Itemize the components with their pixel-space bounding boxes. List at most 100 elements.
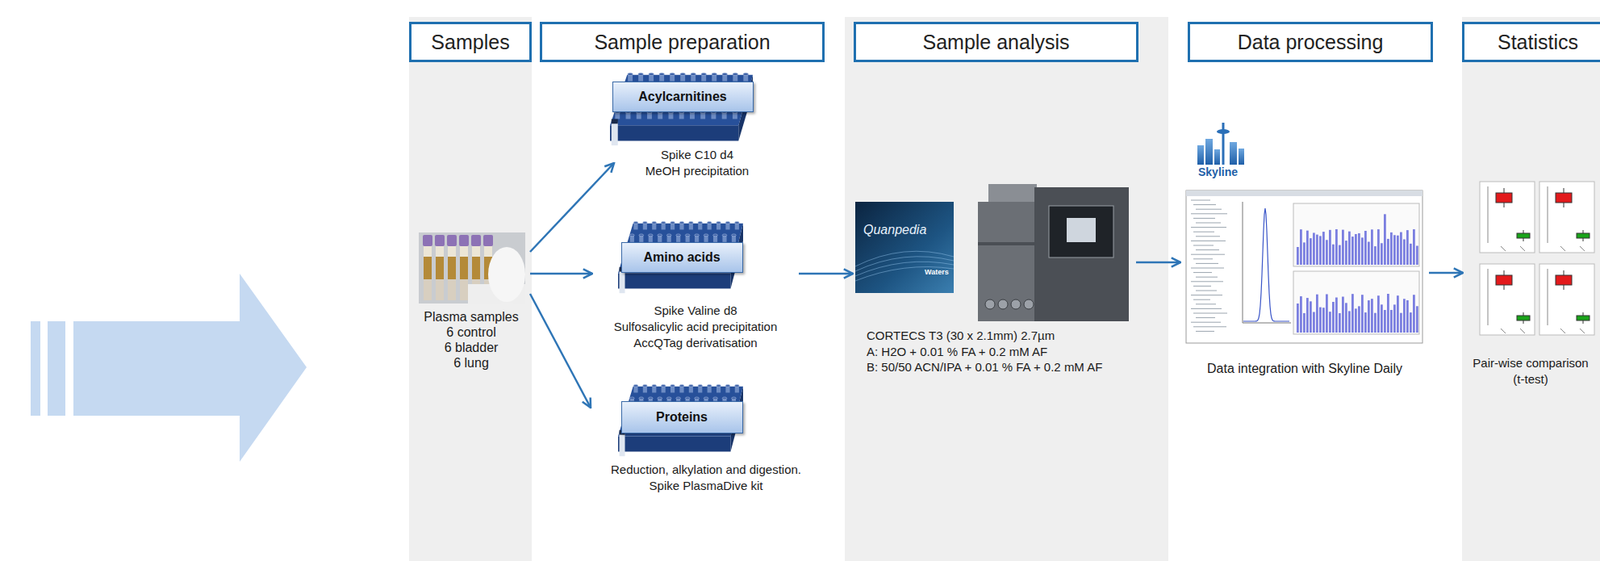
- tree-row: [1195, 222, 1221, 224]
- tree-row: [1195, 330, 1215, 332]
- vial-cap: [690, 72, 696, 76]
- vial-cap: [694, 233, 700, 237]
- caption-line: Spike PlasmaDive kit: [649, 477, 764, 494]
- prep-step: ProteinsReduction, alkylation and digest…: [593, 401, 819, 494]
- vial-cap: [639, 233, 644, 237]
- vial-cap: [697, 221, 703, 225]
- splash-streak: [855, 261, 954, 276]
- vial-cap: [651, 221, 657, 225]
- screenshot-frame: [1186, 190, 1423, 343]
- vial-cap: [630, 233, 635, 237]
- tube-bottom: [447, 279, 456, 301]
- bar: [1364, 312, 1367, 333]
- caption-line: Data integration with Skyline Daily: [1207, 360, 1403, 376]
- caption-line: Plasma samples: [423, 309, 519, 325]
- lone-vial: [619, 433, 626, 457]
- instrument-knob: [998, 299, 1008, 310]
- tube-plasma: [423, 256, 432, 280]
- rack-front: [618, 436, 732, 452]
- tube-body: [423, 246, 432, 301]
- bar: [1303, 242, 1306, 265]
- vial-cap: [643, 221, 648, 225]
- bar: [1299, 296, 1303, 333]
- tree-row: [1190, 213, 1228, 214]
- bar-panel: [1293, 203, 1420, 267]
- column-band: [844, 16, 1169, 561]
- bar: [1351, 236, 1354, 265]
- boxplot-box: [1516, 233, 1530, 239]
- caption-line: CORTECS T3 (30 x 2.1mm) 2.7µm: [866, 327, 1055, 344]
- column-header: Sample analysis: [853, 21, 1139, 63]
- vial-cap: [639, 396, 644, 400]
- boxplot-axis: [1487, 268, 1489, 326]
- boxplot-axis: [1487, 186, 1489, 243]
- tree-row: [1193, 285, 1212, 287]
- header-text: Samples: [430, 30, 510, 55]
- chart-axis: [1242, 201, 1244, 323]
- bar: [1309, 300, 1312, 333]
- vial-cap: [732, 72, 738, 76]
- chart-axis: [1242, 322, 1291, 324]
- vial-cap: [669, 72, 675, 76]
- bar: [1325, 239, 1329, 265]
- rack-front: [609, 125, 739, 141]
- skyline-building: [1205, 138, 1213, 165]
- vial-cap: [633, 221, 639, 225]
- vial-cap: [685, 233, 690, 237]
- vial-cap: [703, 233, 709, 237]
- vial-cap: [711, 72, 717, 76]
- tree-row: [1190, 294, 1223, 296]
- tree-row: [1193, 217, 1216, 219]
- tube-cap: [471, 234, 481, 247]
- bar: [1393, 234, 1396, 265]
- vial-cap: [713, 396, 719, 400]
- vial-cap: [643, 384, 648, 388]
- caption-line: (t-test): [1512, 371, 1548, 388]
- bar: [1322, 307, 1325, 333]
- bar: [1399, 232, 1403, 265]
- bar: [1348, 231, 1351, 265]
- tick-mark: [1500, 246, 1506, 251]
- bar: [1296, 246, 1300, 265]
- bar: [1370, 298, 1374, 333]
- column-header: Statistics: [1462, 21, 1600, 63]
- vial-cap: [735, 384, 740, 388]
- vial-cap: [694, 396, 700, 400]
- boxplot-axis: [1547, 186, 1549, 243]
- vial-cap: [731, 233, 737, 237]
- bar: [1403, 238, 1406, 265]
- bar: [1357, 233, 1361, 265]
- tree-row: [1190, 226, 1227, 228]
- skyline-needle: [1222, 122, 1225, 165]
- boxplot-box: [1516, 315, 1530, 321]
- bar: [1393, 304, 1396, 333]
- tick-mark: [1579, 246, 1585, 251]
- caption-line: AccQTag derivatisation: [633, 334, 757, 351]
- caption-line: Pair-wise comparison: [1472, 355, 1588, 372]
- tree-row: [1190, 240, 1226, 242]
- rack-top: [618, 386, 744, 437]
- tree-row: [1193, 325, 1227, 327]
- bar: [1367, 242, 1371, 265]
- vial-cap: [647, 233, 653, 237]
- software-name: Quanpedia: [863, 222, 927, 238]
- tree-row: [1195, 317, 1216, 318]
- splash-streak: [855, 267, 954, 281]
- skyline-needle-top: [1216, 129, 1230, 134]
- instrument-top: [988, 183, 1037, 204]
- tree-row: [1190, 200, 1211, 201]
- bar: [1354, 308, 1358, 333]
- tree-row: [1193, 258, 1213, 260]
- bar: [1319, 307, 1322, 333]
- boxplot-panel: [1539, 181, 1595, 253]
- instrument-knob: [1010, 299, 1021, 310]
- vial-cap: [670, 384, 676, 388]
- bar: [1303, 313, 1306, 333]
- tree-row: [1195, 249, 1220, 251]
- bar: [1406, 229, 1409, 265]
- arrow-bar: [30, 321, 41, 416]
- vial-cap: [648, 72, 654, 76]
- lone-vial: [619, 270, 626, 294]
- caption-line: Spike C10 d4: [660, 146, 734, 163]
